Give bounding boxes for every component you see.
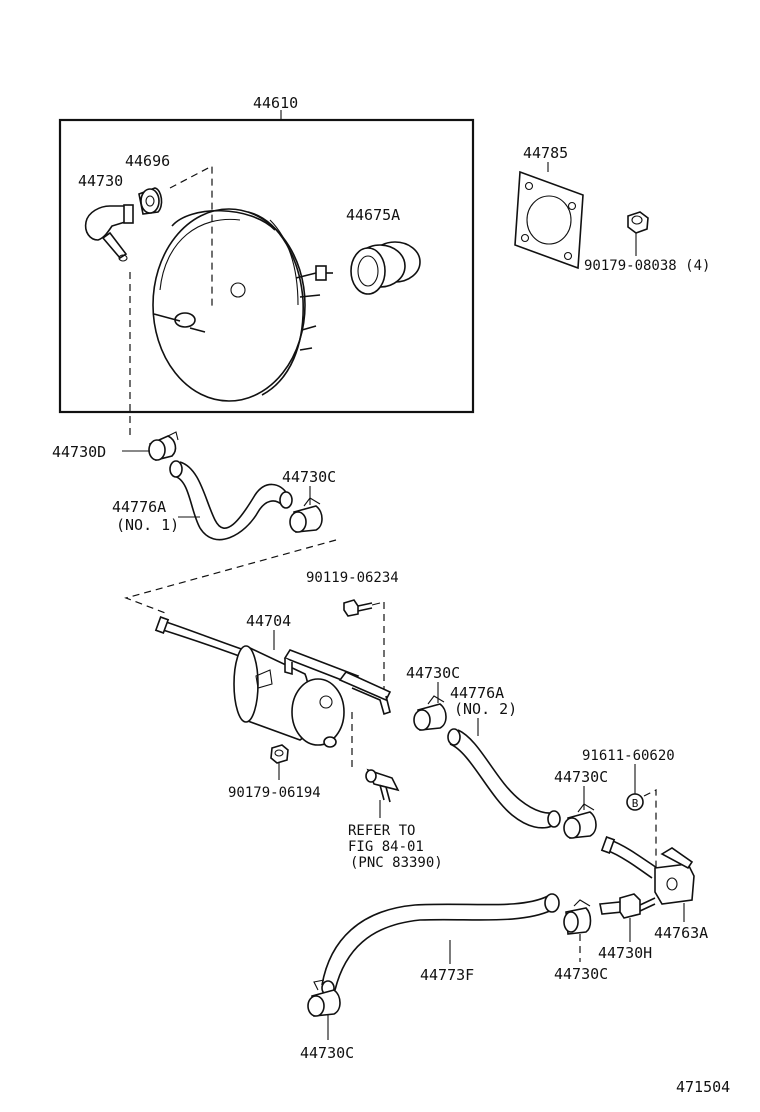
label-44773f: 44773F (420, 966, 474, 984)
grommet-icon (138, 187, 163, 215)
callout-b-icon: B (626, 793, 644, 811)
label-44785: 44785 (523, 144, 568, 162)
clip-d-icon (148, 431, 179, 461)
label-refer-to: REFER TO (348, 823, 415, 839)
clip-c4-icon (563, 899, 592, 935)
vacuum-pump-icon (154, 616, 392, 748)
nut-top-icon (627, 211, 649, 234)
assembly-frame (58, 118, 475, 414)
svg-text:B: B (632, 797, 639, 810)
hose-no1-icon (169, 460, 293, 541)
label-44776a-no1: 44776A (112, 498, 166, 516)
clip-c1-icon (289, 497, 323, 533)
label-44730c-2: 44730C (406, 664, 460, 682)
label-44730d: 44730D (52, 443, 106, 461)
figure-number: 471504 (676, 1078, 730, 1096)
nut-mid-icon (270, 744, 289, 764)
check-valve-icon (84, 204, 134, 262)
gasket-icon (514, 170, 584, 270)
bolt-icon (343, 599, 373, 617)
clip-c5-icon (307, 979, 341, 1017)
label-90179-06194: 90179-06194 (228, 785, 321, 801)
label-44730c-5: 44730C (300, 1044, 354, 1062)
sensor-icon (365, 768, 400, 803)
label-44730: 44730 (78, 172, 123, 190)
label-44730c-4: 44730C (554, 965, 608, 983)
valve-h-icon (599, 893, 656, 919)
brake-booster-icon (152, 208, 333, 402)
label-44610: 44610 (253, 94, 298, 112)
label-90179-08038: 90179-08038 (4) (584, 258, 710, 274)
label-90119-06234: 90119-06234 (306, 570, 399, 586)
union-icon (600, 836, 695, 905)
hose-no2-icon (447, 728, 561, 829)
label-44730h: 44730H (598, 944, 652, 962)
label-44776a-no2: 44776A (450, 684, 504, 702)
label-91611-60620: 91611-60620 (582, 748, 675, 764)
label-44696: 44696 (125, 152, 170, 170)
label-pnc-83390: (PNC 83390) (350, 855, 443, 871)
booster-assembly-group (58, 110, 475, 414)
label-44675a: 44675A (346, 206, 400, 224)
hose-f-icon (321, 893, 560, 996)
seal-icon (350, 241, 421, 295)
clip-c2-icon (413, 695, 447, 731)
clip-c3-icon (563, 803, 597, 839)
label-no1: (NO. 1) (116, 516, 179, 534)
label-44704: 44704 (246, 612, 291, 630)
label-fig-84-01: FIG 84-01 (348, 839, 424, 855)
label-no2: (NO. 2) (454, 700, 517, 718)
label-44730c-3: 44730C (554, 768, 608, 786)
label-44763a: 44763A (654, 924, 708, 942)
label-44730c-1: 44730C (282, 468, 336, 486)
